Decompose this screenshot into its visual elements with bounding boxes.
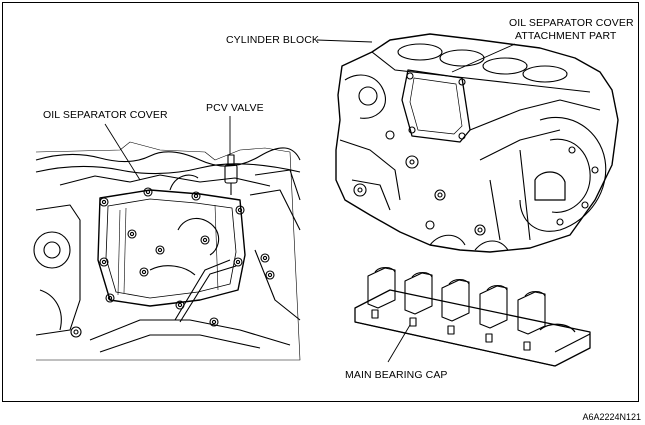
attachment-part — [401, 69, 471, 143]
cylinder-block — [335, 33, 619, 253]
engine-side-view — [33, 141, 301, 361]
label-main-bearing-cap: MAIN BEARING CAP — [345, 369, 448, 381]
figure-frame — [2, 2, 639, 402]
label-oil-separator-cover-attachment-2: ATTACHMENT PART — [515, 30, 617, 42]
label-oil-separator-cover: OIL SEPARATOR COVER — [43, 109, 168, 121]
label-oil-separator-cover-attachment-1: OIL SEPARATOR COVER — [509, 17, 634, 29]
oil-separator-cover-plate — [97, 189, 246, 307]
figure-code: A6A2224N121 — [582, 412, 641, 422]
leader-lines — [104, 39, 516, 363]
label-pcv-valve: PCV VALVE — [206, 102, 264, 114]
cover-bolts — [99, 187, 245, 310]
main-bearing-cap — [354, 266, 591, 367]
pcv-valve — [224, 154, 238, 195]
label-cylinder-block: CYLINDER BLOCK — [226, 34, 320, 46]
